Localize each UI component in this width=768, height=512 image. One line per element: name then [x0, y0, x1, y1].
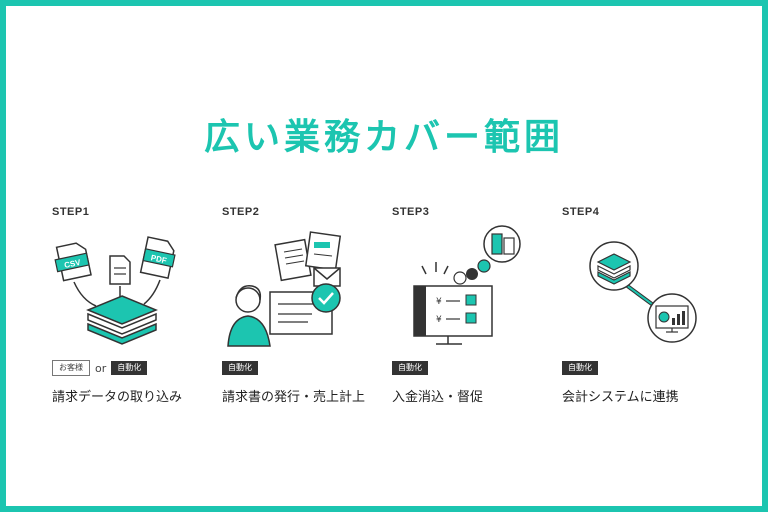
badge-group: 自動化 — [562, 360, 598, 376]
badge-group: 自動化 — [222, 360, 258, 376]
accounting-integration-illustration-icon — [589, 241, 697, 343]
monitor-icon: ¥ ¥ — [413, 285, 493, 345]
or-text: or — [95, 361, 107, 375]
svg-text:¥: ¥ — [436, 297, 442, 307]
step-description: 請求データの取り込み — [52, 390, 183, 405]
badge-group: 自動化 — [392, 360, 428, 376]
badge-group: お客様 or 自動化 — [52, 360, 148, 376]
page-title: 広い業務カバー範囲 — [203, 117, 564, 158]
step-1: STEP1 CSV PDF お客様 or — [52, 200, 222, 410]
invoice-issue-illustration-icon — [227, 231, 342, 347]
step-4: STEP4 自動化 会計システムに連携 — [562, 200, 732, 410]
step-description: 入金消込・督促 — [392, 390, 484, 405]
step-3: STEP3 ¥ ¥ 自動 — [392, 200, 562, 410]
step-2: STEP2 — [222, 200, 392, 410]
building-icon — [483, 225, 521, 263]
svg-text:CSV: CSV — [63, 258, 82, 270]
invoice-document-icon — [274, 231, 342, 282]
step-label: STEP1 — [52, 206, 90, 218]
step-label: STEP4 — [562, 206, 600, 218]
automation-badge: 自動化 — [562, 361, 598, 375]
layer-stack-icon — [589, 241, 639, 291]
step-label: STEP3 — [392, 206, 430, 218]
payment-matching-illustration-icon: ¥ ¥ — [413, 225, 521, 345]
svg-text:¥: ¥ — [436, 315, 442, 325]
csv-file-icon: CSV — [54, 242, 92, 282]
layer-stack-icon — [86, 295, 158, 345]
check-circle-icon — [311, 283, 341, 313]
pdf-file-icon: PDF — [139, 236, 176, 279]
person-icon — [227, 285, 271, 347]
automation-badge: 自動化 — [392, 361, 428, 375]
step-description: 会計システムに連携 — [562, 390, 679, 405]
customer-badge: お客様 — [52, 360, 90, 376]
document-icon — [109, 255, 131, 285]
svg-text:PDF: PDF — [150, 253, 168, 265]
automation-badge: 自動化 — [111, 361, 148, 375]
automation-badge: 自動化 — [222, 361, 258, 375]
step-label: STEP2 — [222, 206, 260, 218]
envelope-icon — [313, 267, 341, 287]
dashboard-chart-icon — [647, 293, 697, 343]
data-import-illustration-icon: CSV PDF — [54, 236, 176, 345]
coin-icon — [453, 259, 491, 285]
step-description: 請求書の発行・売上計上 — [222, 390, 366, 405]
